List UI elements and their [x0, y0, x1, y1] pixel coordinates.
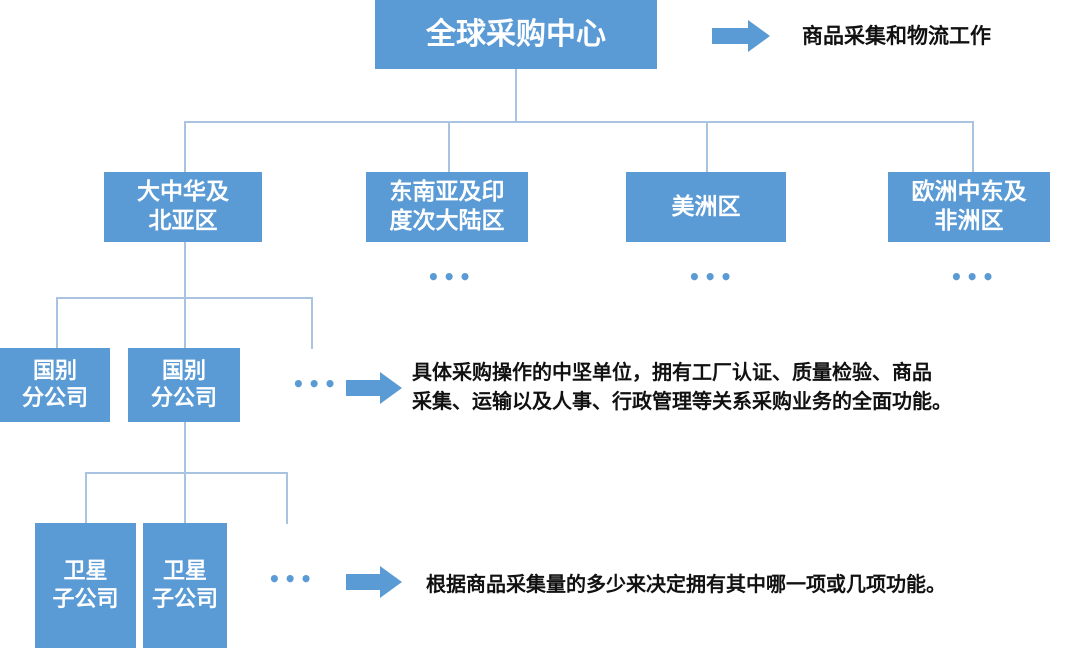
- region-box-south-asia: 东南亚及印 度次大陆区: [366, 172, 528, 242]
- ellipsis: •••: [292, 372, 340, 396]
- region-box-americas: 美洲区: [626, 172, 786, 242]
- right-arrow-icon: [346, 566, 402, 598]
- connector-line: [85, 472, 288, 474]
- connector-line: [286, 472, 288, 524]
- branch-note: 具体采购操作的中坚单位，拥有工厂认证、质量检验、商品 采集、运输以及人事、行政管…: [412, 360, 952, 413]
- connector-line: [184, 422, 186, 473]
- connector-line: [184, 242, 186, 298]
- connector-line: [448, 121, 450, 173]
- ellipsis: •••: [950, 265, 998, 289]
- ellipsis: •••: [268, 567, 316, 591]
- global-sourcing-center-box: 全球采购中心: [375, 0, 657, 69]
- connector-line: [972, 121, 974, 173]
- ellipsis: •••: [688, 265, 736, 289]
- connector-line: [85, 472, 87, 524]
- branch-office-box: 国别 分公司: [0, 348, 110, 422]
- right-arrow-icon: [346, 372, 402, 404]
- connector-line: [184, 121, 186, 173]
- connector-line: [706, 121, 708, 173]
- connector-line: [184, 472, 186, 524]
- branch-office-box: 国别 分公司: [128, 348, 240, 422]
- right-arrow-icon: [712, 20, 770, 52]
- connector-line: [311, 297, 313, 349]
- region-box-greater-china: 大中华及 北亚区: [104, 172, 262, 242]
- connector-line: [184, 121, 974, 123]
- connector-line: [515, 68, 517, 122]
- region-box-emea: 欧洲中东及 非洲区: [888, 172, 1050, 242]
- satellite-subsidiary-box: 卫星 子公司: [35, 523, 136, 648]
- satellite-note: 根据商品采集量的多少来决定拥有其中哪一项或几项功能。: [426, 572, 946, 596]
- top-note: 商品采集和物流工作: [802, 24, 991, 48]
- connector-line: [56, 297, 58, 349]
- connector-line: [184, 297, 186, 349]
- satellite-subsidiary-box: 卫星 子公司: [143, 523, 227, 648]
- ellipsis: •••: [427, 265, 475, 289]
